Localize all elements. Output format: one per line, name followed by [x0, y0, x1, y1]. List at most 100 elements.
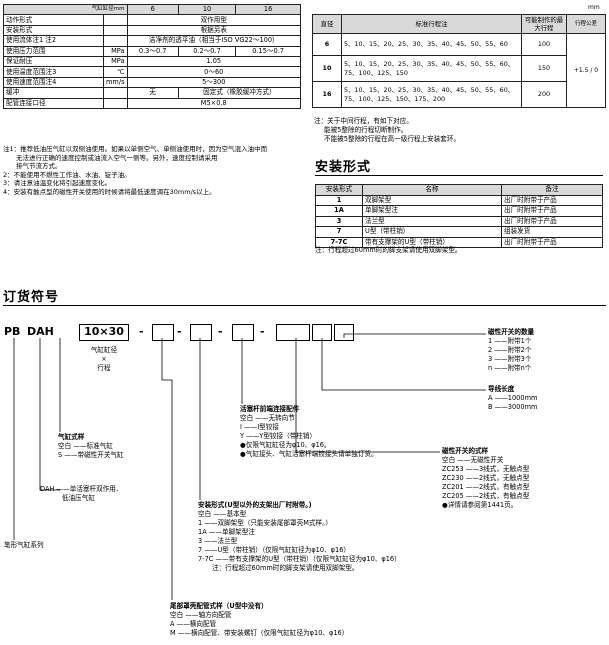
switch-qty-item: n ——附带n个 — [488, 364, 532, 372]
code-mount-box — [190, 324, 212, 341]
spec-note: 排气节流方式。 — [3, 162, 62, 171]
code-dash: - — [260, 325, 265, 338]
switch-type-item: ZC201 ——2线式，有触点型 — [442, 483, 530, 491]
spec-note: 2：不能使用不燃性工作油、水油、锭子油。 — [3, 170, 131, 179]
leader-tail — [161, 338, 173, 600]
lead-title: 导线长度 — [488, 385, 515, 393]
dah-title: DAH ——单活塞杆双作用、 — [40, 485, 123, 493]
order-title-rule — [3, 305, 606, 306]
bore-label: × — [101, 355, 107, 363]
spec-table: 气缸缸径mm 6 10 16 动作形式双作用型 安装形式根据另表 使用流体注1 … — [3, 3, 302, 109]
mount-note: 出厂时附带于产品 — [501, 205, 603, 217]
code-dah: DAH — [27, 325, 54, 338]
tail-item: A ——横向配管 — [170, 620, 217, 628]
mount-ship-item: 空白 ——基本型 — [198, 510, 247, 518]
stroke-unit: mm — [588, 4, 600, 11]
spec-row: 配管连接口径 M5×0.8 — [3, 97, 302, 109]
switch-type-item: ZC230 ——2线式，无触点型 — [442, 474, 530, 482]
code-dash: - — [139, 325, 144, 338]
stroke-row: 10 5、10、15、20、25、30、35、40、45、50、55、60、75… — [312, 55, 606, 82]
leader-switch-qty — [343, 333, 486, 338]
code-tail-box — [152, 324, 174, 341]
code-rod-box — [232, 324, 254, 341]
mount-ship-item: 7-7C ——带有支撑架的U型（带柱销）（仅限气缸缸径为φ10、φ16） — [198, 555, 401, 563]
stroke-bore: 16 — [312, 81, 342, 108]
switch-qty-item: 1 ——附带1个 — [488, 337, 532, 345]
stroke-row: 6 5、10、15、20、25、30、35、40、45、50、55、60 100… — [312, 33, 606, 108]
leader-switch-type — [295, 338, 440, 453]
stroke-values: 5、10、15、20、25、30、35、40、45、50、55、60、75、10… — [341, 81, 522, 108]
stroke-header-max: 可能制作的最大行程 — [521, 14, 567, 34]
stroke-tolerance: +1.5 / 0 — [566, 33, 606, 108]
order-title: 订货符号 — [3, 290, 60, 305]
spec-note: 3：请注意油温变化将引起速度变化。 — [3, 179, 112, 188]
spec-label: 配管连接口径 — [3, 97, 104, 109]
spec-note: 注1：推荐低油压气缸以双侧油使用。如果以单侧空气、单侧油使用时，因为空气混入油中… — [3, 145, 268, 153]
mount-ship-item: 3 ——法兰型 — [198, 537, 238, 545]
lead-item: B ——3000mm — [488, 403, 538, 411]
stroke-note: 注：关于中间行程，有如下对应。 — [314, 117, 413, 125]
stroke-max: 200 — [521, 81, 567, 108]
rod-end-note: ●气缸接头、气缸活塞杆端铰接头请单独订货。 — [240, 450, 378, 458]
mount-note: 出厂时附带于产品 — [501, 194, 603, 206]
switch-type-item: ZC205 ——2线式，有触点型 — [442, 492, 530, 500]
spec-notes: 注1：推荐低油压气缸以双侧油使用。如果以单侧空气、单侧油使用时，因为空气混入油中… — [3, 145, 303, 197]
stroke-max: 150 — [521, 55, 567, 82]
code-lead-box — [312, 324, 332, 341]
leader-lead — [321, 338, 486, 391]
switch-type-item: 空白 ——无磁性开关 — [442, 456, 504, 464]
tail-item: M ——横向配管、带安装螺钉（仅限气缸缸径为φ10、φ16） — [170, 629, 349, 637]
code-pb: PB — [4, 325, 21, 338]
rod-end-item: I ——I型铰接 — [240, 423, 279, 431]
switch-type-note: ●详情请参阅第1441页。 — [442, 501, 518, 509]
stroke-note: 不能被5整除的行程在高一级行程上安装套环。 — [324, 135, 461, 143]
spec-value: M5×0.8 — [126, 97, 302, 109]
bore-label: 行程 — [97, 364, 111, 372]
rod-end-item: 空白 ——无转向节 — [240, 414, 295, 422]
mount-ship-item: 7 ——U型（带柱销）（仅限气缸缸径为φ10、φ16） — [198, 546, 350, 554]
switch-type-item: ZC253 ——3线式，无触点型 — [442, 465, 530, 473]
mount-note: 组装发货 — [501, 226, 603, 238]
mount-note: 出厂时附带于产品 — [501, 215, 603, 227]
stroke-table: 直径 标准行程注 可能制作的最大行程 行程公差 6 5、10、15、20、25、… — [312, 14, 606, 108]
switch-type-title: 磁性开关的式样 — [442, 447, 489, 455]
rod-end-title: 活塞杆前端连接配件 — [240, 405, 300, 413]
code-qty-box — [334, 324, 354, 341]
tail-title: 尾部罩壳配管式样（U型中没有） — [170, 602, 268, 610]
code-switch-box — [276, 324, 310, 341]
mount-note: 出厂时附带于产品 — [501, 236, 603, 248]
tail-item: 空白 ——轴方向配管 — [170, 611, 232, 619]
spec-header-row: 气缸缸径mm 6 10 16 — [3, 3, 301, 16]
code-dash: - — [218, 325, 223, 338]
stroke-header-standard: 标准行程注 — [341, 14, 522, 34]
switch-qty-title: 磁性开关的数量 — [488, 328, 535, 336]
bore-label: 气缸缸径 — [90, 346, 118, 354]
spec-note: 4：安装有触点型的磁性开关使用的时候请将最低速度调在30mm/s以上。 — [3, 187, 216, 196]
cyl-type-title: 气缸式样 — [58, 433, 85, 441]
mount-title-rule — [315, 175, 603, 176]
code-dash: - — [177, 325, 182, 338]
mount-ship-item: 1 ——双脚架型（只能安装尾部罩壳M式样。） — [198, 519, 332, 527]
mount-ship-title: 安装形式(U型以外的支架出厂时附带。) — [198, 501, 312, 509]
mount-ship-item: 1A ——单脚架型注 — [198, 528, 255, 536]
stroke-header-row: 直径 标准行程注 可能制作的最大行程 行程公差 — [312, 14, 606, 34]
mount-note-footer: 注：行程超过60mm时的脚支架请使用双脚架型。 — [315, 246, 462, 254]
leader-dah — [39, 338, 60, 491]
switch-qty-item: 2 ——附带2个 — [488, 346, 532, 354]
rod-end-note: ●仅限气缸缸径为φ10、φ16。 — [240, 441, 331, 449]
lead-item: A ——1000mm — [488, 394, 538, 402]
series-label: 笔形气缸系列 — [4, 541, 44, 549]
spec-row: 缓冲无固定式（橡胶缓冲方式） — [3, 87, 302, 99]
stroke-values: 5、10、15、20、25、30、35、40、45、50、55、60、75、10… — [341, 55, 522, 82]
spec-note: 无法进行正确的速度控制或油流入空气一侧等。另外，速度控制请采用 — [3, 153, 218, 162]
rod-end-item: Y ——Y型铰接（带柱销） — [240, 432, 317, 440]
mount-header-row: 安装形式 名称 备注 — [315, 184, 603, 196]
